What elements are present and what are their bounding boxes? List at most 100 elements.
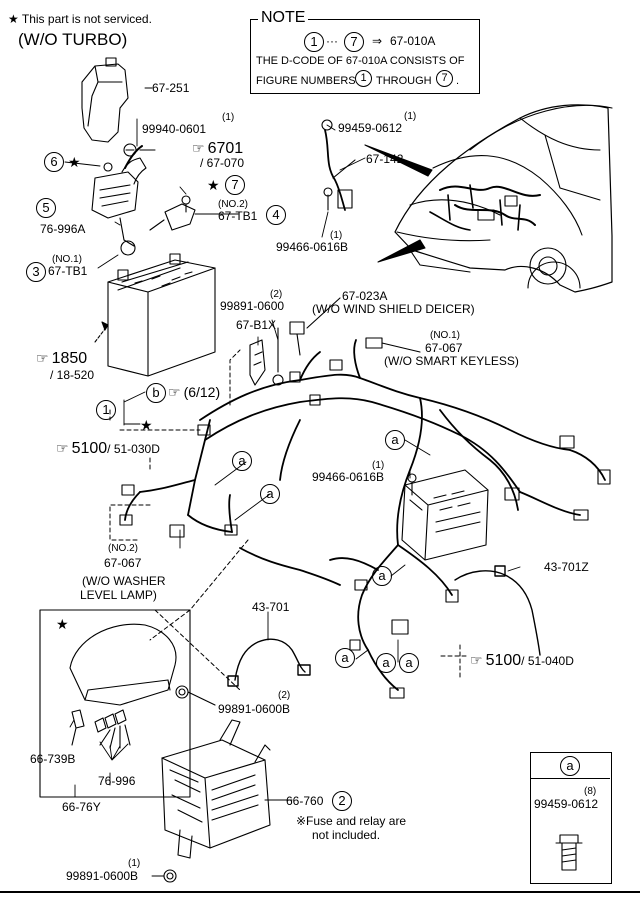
note-67-023A: (W/O WIND SHIELD DEICER) [312, 302, 475, 316]
callout-a: a [232, 451, 252, 471]
sensor-wire-43-701 [227, 638, 311, 687]
dashed-leaders [109, 349, 467, 691]
fuse-box-cover [69, 623, 177, 706]
legend-part: 99459-0612 [534, 797, 599, 811]
variant-label: (W/O TURBO) [18, 30, 128, 49]
main-harness [124, 339, 606, 691]
star-icon: ★ [207, 177, 220, 193]
bolt-99891-0600B-mid [175, 685, 216, 706]
connector-67-067-no1 [365, 337, 421, 353]
bottom-rule [0, 891, 640, 893]
legend-box [530, 752, 612, 884]
callout-a: a [385, 430, 405, 450]
hand-pointer-icon: ☞ [470, 652, 483, 668]
tb1-no1-tag: (NO.1) [52, 254, 82, 265]
callout-a: a [260, 484, 280, 504]
label-99891-0600B-bottom: 99891-0600B [66, 869, 139, 883]
label-67-B1X: 67-B1X [236, 318, 277, 332]
note-range-end: 7 [344, 32, 364, 52]
qty-99891-top: (2) [270, 289, 283, 300]
label-67-TB1-left: 67-TB1 [48, 264, 88, 278]
fuse-block-66-760 [161, 719, 286, 859]
star-icon: ★ [68, 154, 81, 170]
ref-1850-sub: / 18-520 [50, 368, 95, 382]
legend-divider [530, 778, 610, 779]
battery [107, 253, 216, 377]
hand-pointer-icon: ☞ [168, 384, 181, 400]
note-arrow: ⇒ [372, 34, 383, 48]
leader-lines [64, 87, 521, 877]
terminal-no2 [149, 195, 196, 231]
tag-67-067-no1: (NO.1) [430, 330, 460, 341]
connector-67-023A [289, 297, 341, 356]
note-range-code: 67-010A [390, 34, 436, 48]
callout-a: a [335, 648, 355, 668]
not-serviced-note: ★ This part is not serviced. [8, 12, 152, 26]
note-line3-pre: FIGURE NUMBERS [256, 75, 356, 87]
tag-67-067-no2: (NO.2) [108, 543, 138, 554]
qty-99459: (1) [404, 111, 417, 122]
qty-99891-mid: (2) [278, 690, 291, 701]
label-67-251: 67-251 [152, 81, 190, 95]
legend-qty: (8) [584, 786, 597, 797]
callout-4: 4 [266, 205, 286, 225]
legend-key: a [560, 756, 580, 776]
hand-pointer-icon: ☞ [56, 440, 69, 456]
label-67-067-left: 67-067 [104, 556, 142, 570]
battery-cover-67-251 [81, 57, 129, 143]
fuse-box-kit-frame [39, 609, 191, 798]
note-line3-b: 7 [436, 70, 453, 87]
label-67-TB1-right: 67-TB1 [218, 209, 258, 223]
ref-5100-left[interactable]: ☞5100/ 51-030D [56, 440, 160, 457]
qty-99466-top: (1) [330, 230, 343, 241]
callout-7: 7 [225, 175, 245, 195]
note-line3-a: 1 [355, 70, 372, 87]
label-67-142: 67-142 [366, 152, 404, 166]
label-99940-0601: 99940-0601 [142, 122, 207, 136]
note-line3-mid: THROUGH [376, 75, 432, 87]
harness-connectors [119, 359, 611, 699]
note-67-067-left-1: (W/O WASHER [82, 574, 166, 588]
label-99459-0612: 99459-0612 [338, 121, 403, 135]
ref-1850[interactable]: ☞1850 [36, 350, 88, 367]
star-icon: ★ [8, 12, 19, 26]
callout-a: a [376, 653, 396, 673]
star-icon: ★ [56, 616, 69, 632]
fuse-note-2: not included. [312, 828, 381, 842]
note-line3-end: . [456, 75, 460, 87]
callout-a: a [372, 566, 392, 586]
sensor-wire-43-701Z [454, 565, 541, 656]
callout-b: b [146, 383, 166, 403]
qty-99940: (1) [222, 112, 235, 123]
qty-99891-bot: (1) [128, 858, 141, 869]
ref-5100-right[interactable]: ☞5100/ 51-040D [470, 652, 574, 669]
ground-cable-67-142 [321, 119, 356, 211]
main-fuse-block [401, 469, 489, 561]
ref-6701[interactable]: ☞6701 [192, 140, 244, 157]
label-66-760: 66-760 [286, 794, 324, 808]
label-66-739B: 66-739B [30, 752, 76, 766]
note-range-start: 1 [304, 32, 324, 52]
bolt-99466-mid [407, 473, 417, 496]
callout-5: 5 [36, 198, 56, 218]
label-43-701Z: 43-701Z [544, 560, 589, 574]
label-99891-0600: 99891-0600 [220, 299, 285, 313]
callout-6: 6 [44, 152, 64, 172]
label-66-76Y: 66-76Y [62, 800, 101, 814]
hand-pointer-icon: ☞ [192, 140, 205, 156]
label-99466-0616B-top: 99466-0616B [276, 240, 349, 254]
callout-1: 1 [96, 400, 116, 420]
vehicle-illustration [364, 104, 613, 293]
ref-6-12[interactable]: ☞(6/12) [168, 384, 221, 400]
legend-bolt [555, 834, 583, 871]
note-67-067-left-2: LEVEL LAMP) [80, 588, 157, 602]
not-serviced-text: This part is not serviced. [21, 12, 152, 26]
label-99466-0616B-mid: 99466-0616B [312, 470, 385, 484]
label-99891-0600B-mid: 99891-0600B [218, 702, 291, 716]
note-67-067-right: (W/O SMART KEYLESS) [384, 354, 519, 368]
note-box [250, 19, 480, 94]
fuse-holder-76-996A [91, 145, 147, 256]
label-76-996A: 76-996A [40, 222, 86, 236]
